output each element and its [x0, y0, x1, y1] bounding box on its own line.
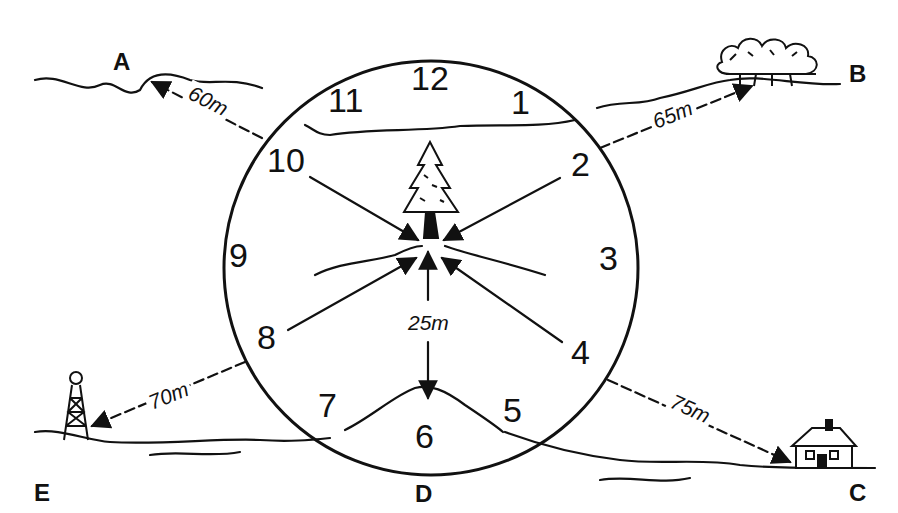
clock-number: 8	[257, 320, 276, 354]
distance-label: 25m	[405, 311, 452, 334]
clock-number: 12	[411, 61, 449, 95]
distance-label: 70m	[142, 376, 194, 415]
distance-label: 75m	[664, 388, 716, 428]
distance-label: 60m	[182, 80, 234, 122]
point-letter: C	[849, 481, 866, 505]
clock-number: 6	[415, 419, 434, 453]
clock-number: 1	[511, 85, 530, 119]
clock-number: 3	[599, 241, 618, 275]
point-letter: B	[849, 62, 866, 86]
clock-number: 7	[318, 388, 337, 422]
clock-number: 11	[328, 83, 363, 117]
clock-number: 4	[571, 335, 590, 369]
point-letter: D	[415, 482, 432, 506]
clock-number: 5	[503, 393, 522, 427]
clock-number: 2	[571, 147, 590, 181]
point-letter: E	[34, 481, 50, 505]
point-letter: A	[113, 50, 130, 74]
clock-number: 9	[229, 238, 248, 272]
clock-number: 10	[267, 143, 305, 177]
